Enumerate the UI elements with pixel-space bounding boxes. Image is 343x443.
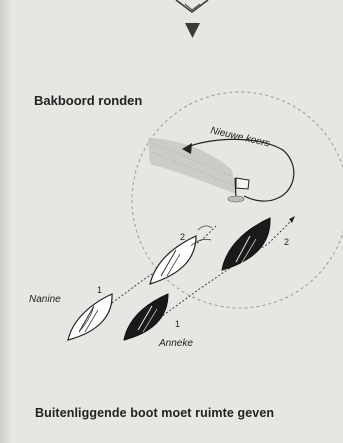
course-label: Nieuwe koers — [209, 125, 271, 149]
nanine-boat-pos1 — [68, 294, 112, 340]
anneke-boat-pos1 — [124, 294, 168, 340]
anneke-boat-pos2 — [222, 218, 270, 270]
position-number: 2 — [284, 237, 289, 247]
position-number: 2 — [180, 232, 185, 242]
boat-name-anneke: Anneke — [158, 338, 193, 349]
diagram-caption: Buitenliggende boot moet ruimte geven — [35, 406, 274, 420]
position-number: 1 — [175, 319, 180, 329]
boat-name-nanine: Nanine — [29, 294, 61, 305]
position-number: 1 — [97, 285, 102, 295]
diagram-title: Bakboord ronden — [34, 93, 142, 108]
nanine-boat-pos2 — [150, 236, 196, 284]
arrow-down-icon — [176, 0, 208, 38]
